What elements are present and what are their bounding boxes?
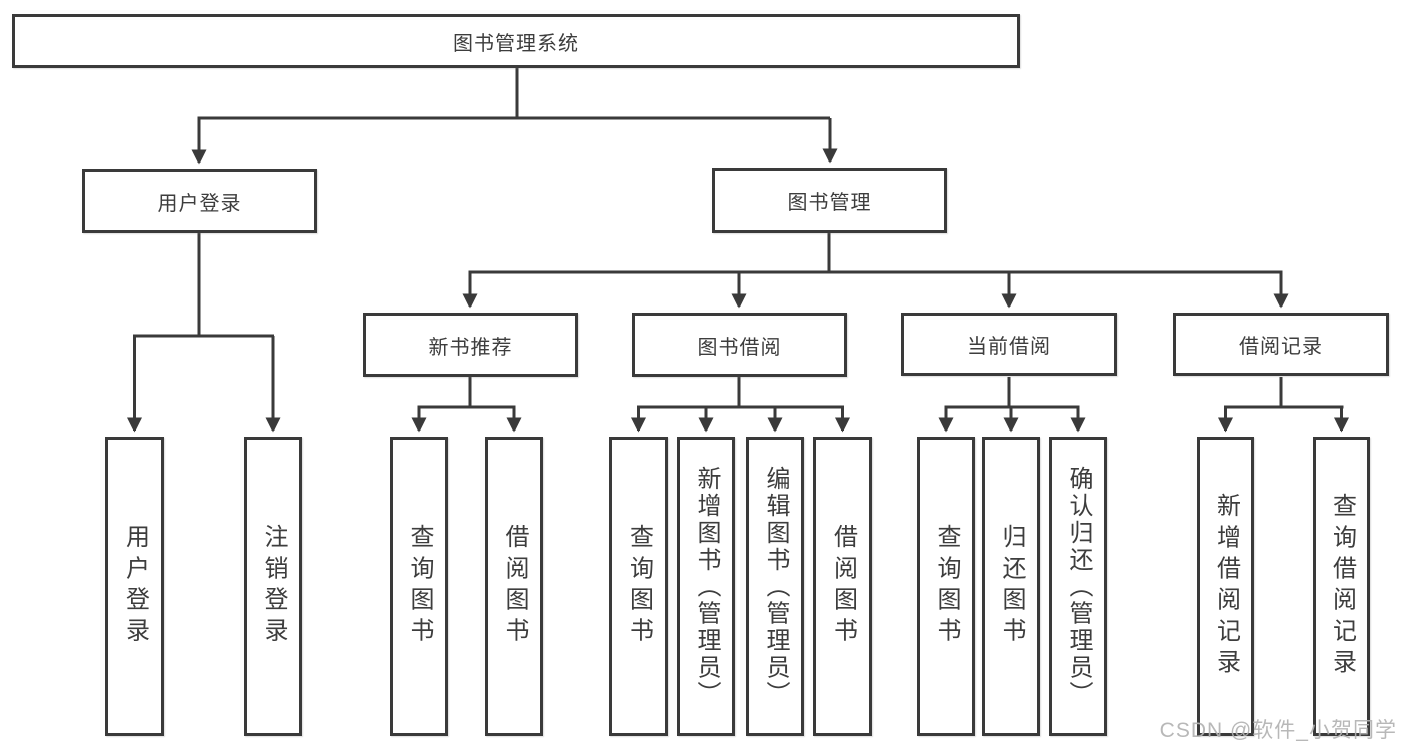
connector-newbook-bus (417, 377, 516, 409)
node-current-borrowing: 当前借阅 (901, 313, 1117, 376)
csdn-watermark: CSDN @软件_小贺同学 (1159, 719, 1397, 742)
connector-bookmgmt-bus (468, 233, 1283, 274)
node-book-borrowing: 图书借阅 (632, 313, 847, 377)
connector-borrowing-bus (637, 377, 844, 409)
connector-records-bus (1224, 377, 1344, 409)
leaf-borrow-books-recommend: 借阅图书 (485, 437, 543, 736)
node-borrowing-records: 借阅记录 (1173, 313, 1389, 376)
leaf-return-books: 归还图书 (982, 437, 1040, 736)
node-user-login: 用户登录 (82, 169, 317, 233)
leaf-confirm-return-admin: 确认归还（管理员） (1049, 437, 1107, 736)
connector-currentborrow-bus (944, 377, 1080, 409)
node-new-book-recommendation: 新书推荐 (363, 313, 578, 377)
leaf-query-borrow-record: 查询借阅记录 (1313, 437, 1370, 736)
leaf-edit-books-admin: 编辑图书（管理员） (746, 437, 804, 736)
connector-root-bus (197, 68, 830, 120)
leaf-borrow-books: 借阅图书 (813, 437, 872, 736)
leaf-add-borrow-record: 新增借阅记录 (1197, 437, 1254, 736)
node-book-management: 图书管理 (712, 168, 947, 233)
leaf-user-login: 用户登录 (105, 437, 164, 736)
leaf-add-books-admin: 新增图书（管理员） (677, 437, 735, 736)
node-library-management-system: 图书管理系统 (12, 14, 1020, 68)
leaf-query-books-current: 查询图书 (917, 437, 975, 736)
leaf-query-books-borrowing: 查询图书 (609, 437, 668, 736)
leaf-logout: 注销登录 (244, 437, 302, 736)
leaf-query-books-recommend: 查询图书 (390, 437, 448, 736)
connector-userlogin-bus (133, 233, 274, 338)
